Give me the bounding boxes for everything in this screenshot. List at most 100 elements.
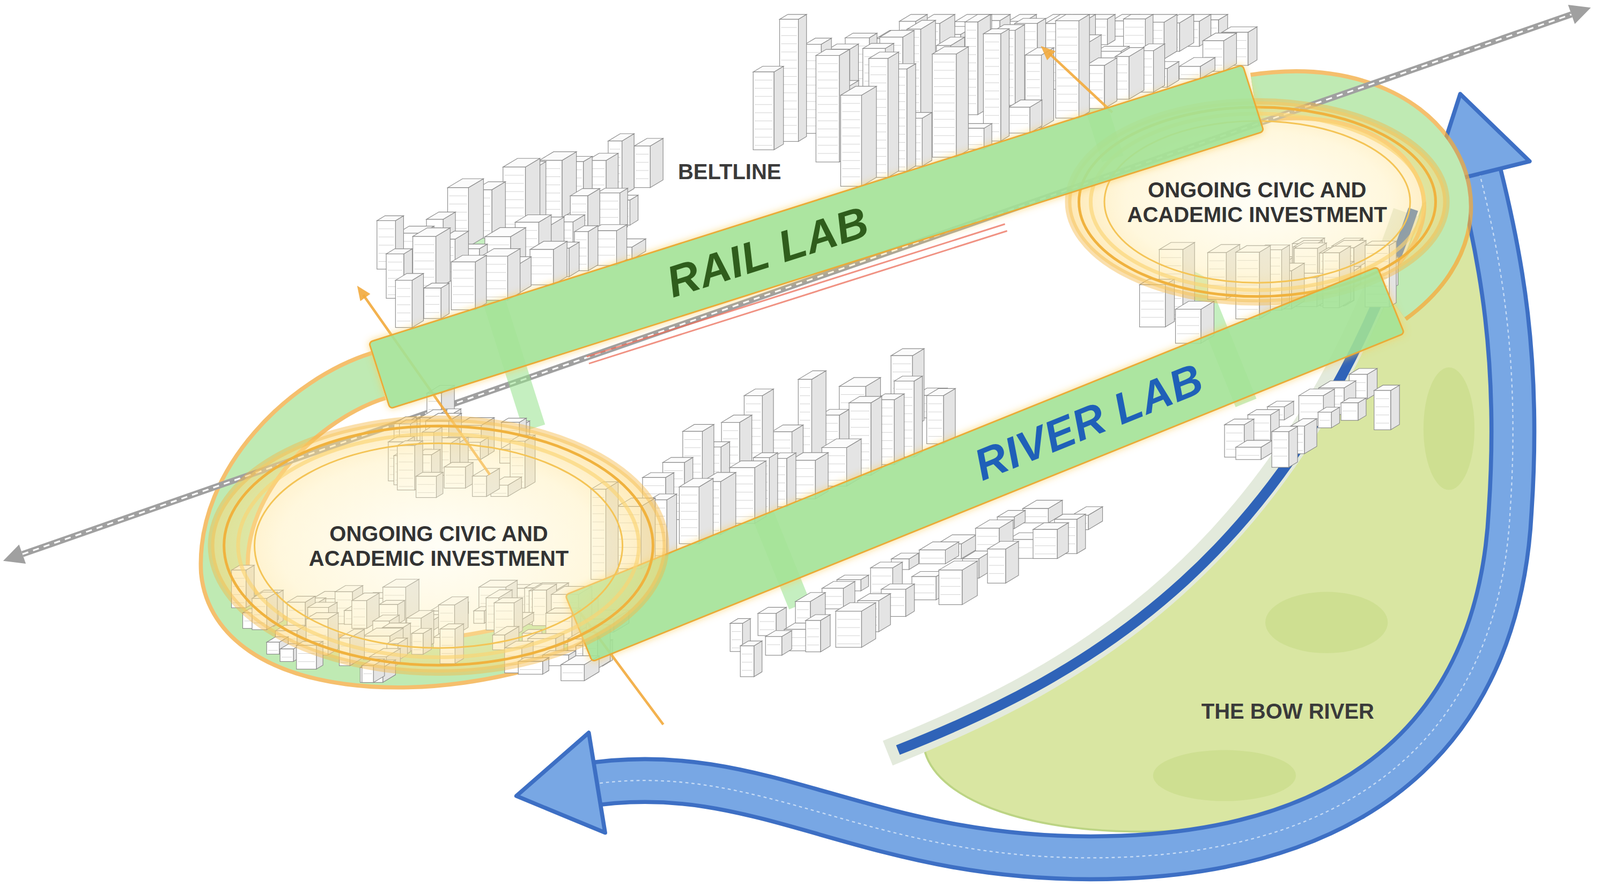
floor-line: [1176, 333, 1200, 335]
floor-line: [1204, 56, 1222, 58]
building-side: [894, 393, 904, 465]
building-roof: [679, 478, 713, 488]
floor-line: [780, 51, 797, 53]
floor-line: [842, 160, 860, 161]
building-front: [395, 280, 412, 328]
floor-line: [823, 596, 842, 597]
building-roof: [1317, 407, 1340, 412]
floor-line: [842, 135, 860, 137]
floor-line: [799, 411, 810, 413]
building: [1235, 440, 1273, 460]
building-front: [633, 145, 651, 188]
building: [1374, 385, 1400, 430]
floor-line: [850, 418, 870, 420]
building-front: [765, 636, 782, 656]
building-roof: [1014, 18, 1046, 24]
floor-line: [664, 470, 683, 471]
building-side: [1153, 43, 1165, 93]
building-roof: [757, 607, 787, 614]
floor-line: [841, 394, 865, 395]
floor-line: [1342, 410, 1357, 412]
building: [395, 273, 424, 328]
building-roof: [891, 553, 919, 559]
building-roof: [633, 138, 663, 146]
floor-line: [928, 403, 943, 404]
building-side: [1288, 426, 1298, 468]
floor-line: [635, 153, 649, 155]
floor-line: [425, 304, 440, 305]
building-roof: [447, 178, 484, 188]
floor-line: [1375, 414, 1390, 416]
building-roof: [890, 348, 925, 356]
floor-line: [1319, 419, 1330, 421]
building-roof: [779, 14, 807, 20]
building-side: [871, 396, 882, 476]
floor-line: [425, 312, 440, 313]
floor-line: [895, 388, 913, 390]
floor-line: [684, 447, 702, 448]
floor-line: [1024, 516, 1047, 518]
floor-line: [933, 102, 955, 103]
building-roof: [1374, 385, 1400, 391]
floor-line: [842, 152, 860, 153]
floor-line: [913, 592, 935, 594]
building: [1055, 14, 1090, 119]
floor-line: [414, 252, 434, 254]
building-roof: [932, 46, 969, 55]
floor-line: [387, 269, 403, 271]
floor-line: [684, 455, 702, 456]
floor-line: [1226, 432, 1243, 434]
floor-line: [933, 94, 955, 95]
land-texture: [1423, 367, 1475, 490]
floor-line: [1273, 455, 1288, 457]
floor-line: [984, 90, 1000, 92]
floor-line: [984, 82, 1000, 84]
floor-line: [799, 395, 810, 396]
floor-line: [680, 519, 698, 520]
building-side: [475, 255, 487, 311]
building-roof: [1247, 409, 1280, 416]
floor-line: [1009, 115, 1029, 116]
floor-line: [984, 57, 1000, 59]
building-roof: [771, 424, 804, 432]
floor-line: [797, 609, 809, 610]
floor-line: [892, 371, 911, 373]
floor-line: [933, 119, 955, 120]
building-side: [650, 138, 663, 188]
floor-line: [486, 244, 510, 246]
floor-line: [837, 635, 860, 637]
building-roof: [840, 86, 877, 96]
floor-line: [767, 644, 781, 646]
building-front: [919, 549, 946, 564]
building: [1008, 99, 1042, 134]
floor-line: [870, 74, 887, 76]
building-roof: [828, 43, 859, 50]
floor-line: [773, 439, 791, 441]
floor-line: [396, 312, 411, 314]
building-front: [938, 570, 962, 605]
building-side: [1390, 385, 1400, 430]
building-roof: [879, 30, 914, 38]
river-arrowhead: [516, 732, 606, 833]
building-side: [1000, 28, 1010, 142]
floor-line: [1026, 71, 1041, 72]
floor-line: [984, 98, 1000, 100]
floor-line: [754, 79, 773, 81]
building-roof: [964, 14, 991, 22]
floor-line: [504, 215, 525, 217]
building-roof: [821, 438, 861, 448]
building-side: [820, 614, 831, 652]
building: [932, 46, 969, 158]
floor-line: [268, 650, 278, 651]
building: [529, 241, 567, 285]
floor-line: [966, 30, 977, 31]
floor-line: [754, 128, 773, 130]
floor-line: [759, 629, 775, 631]
floor-line: [1026, 87, 1041, 88]
building-roof: [539, 151, 577, 161]
building-roof: [743, 388, 774, 396]
floor-line: [933, 127, 955, 128]
floor-line: [754, 145, 773, 146]
building-front: [1271, 431, 1289, 468]
building-side: [411, 273, 424, 328]
